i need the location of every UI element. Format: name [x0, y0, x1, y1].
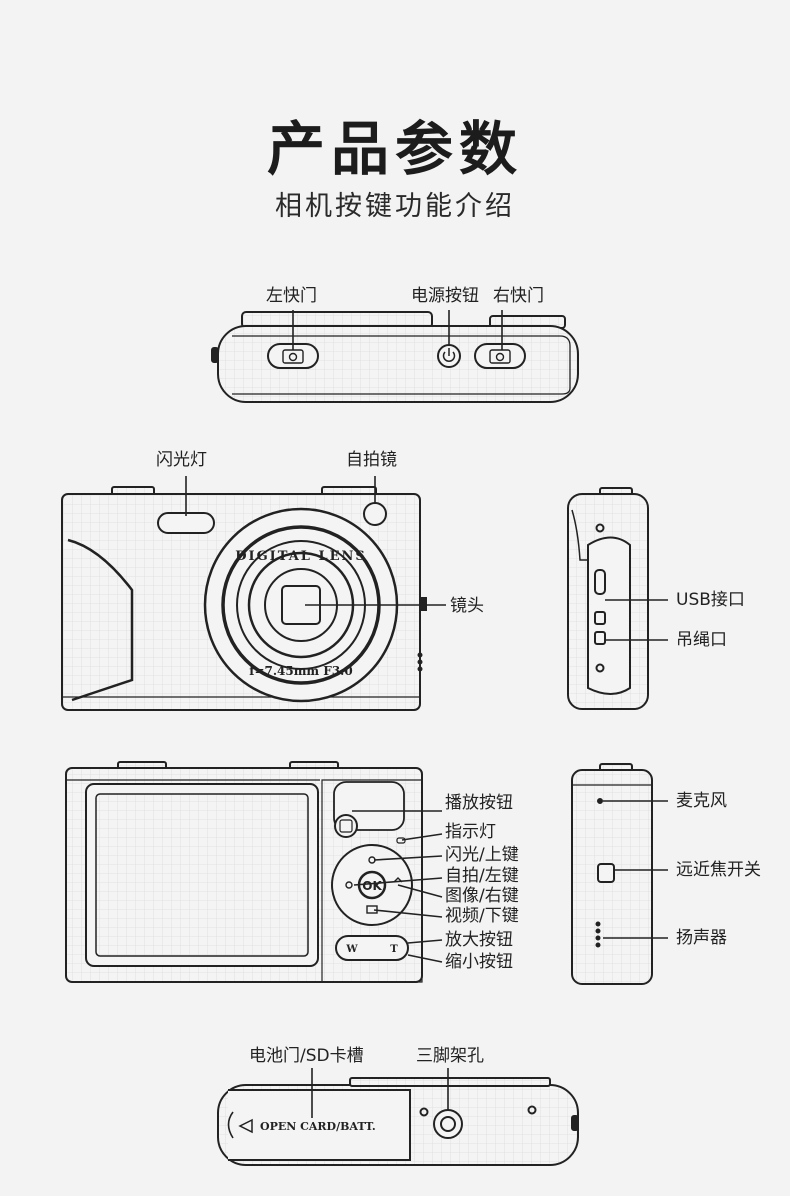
label-zoom-out: 缩小按钮	[445, 952, 513, 972]
label-zoom-in: 放大按钮	[445, 930, 513, 950]
label-tripod-hole: 三脚架孔	[416, 1046, 484, 1066]
label-video-down: 视频/下键	[445, 906, 519, 926]
front-view	[61, 476, 446, 711]
right-side-view	[567, 487, 668, 710]
label-usb: USB接口	[676, 590, 745, 610]
w-label: W	[345, 944, 358, 955]
label-battery-door: 电池门/SD卡槽	[249, 1046, 364, 1066]
lens-text-top: DIGITAL LENS	[235, 549, 367, 564]
label-lens: 镜头	[450, 596, 484, 616]
right-shutter-button	[474, 343, 526, 369]
bottom-view	[217, 1068, 579, 1166]
ok-label: OK	[362, 879, 382, 893]
label-play-button: 播放按钮	[445, 793, 513, 813]
page-subtitle: 相机按键功能介绍	[275, 191, 515, 222]
label-strap: 吊绳口	[676, 630, 727, 650]
label-speaker: 扬声器	[676, 928, 727, 948]
label-indicator: 指示灯	[445, 822, 496, 842]
label-flash-up: 闪光/上键	[445, 845, 519, 865]
power-button	[437, 344, 461, 368]
label-left-shutter: 左快门	[266, 286, 317, 306]
label-selfie-left: 自拍/左键	[445, 866, 519, 886]
label-power-button: 电源按钮	[411, 286, 479, 306]
back-view	[65, 761, 443, 983]
left-side-view	[571, 763, 668, 985]
label-image-right: 图像/右键	[445, 886, 519, 906]
label-focus-switch: 远近焦开关	[676, 860, 761, 880]
page-title: 产品参数	[266, 115, 523, 183]
t-label: T	[390, 944, 398, 955]
top-view	[211, 310, 579, 403]
label-flash: 闪光灯	[156, 450, 207, 470]
battery-door-text: OPEN CARD/BATT.	[260, 1120, 376, 1133]
lens-text-bottom: f=7.45mm F3.0	[249, 664, 352, 678]
label-selfie-mirror: 自拍镜	[346, 450, 397, 470]
label-right-shutter: 右快门	[493, 286, 544, 306]
label-mic: 麦克风	[676, 791, 727, 811]
